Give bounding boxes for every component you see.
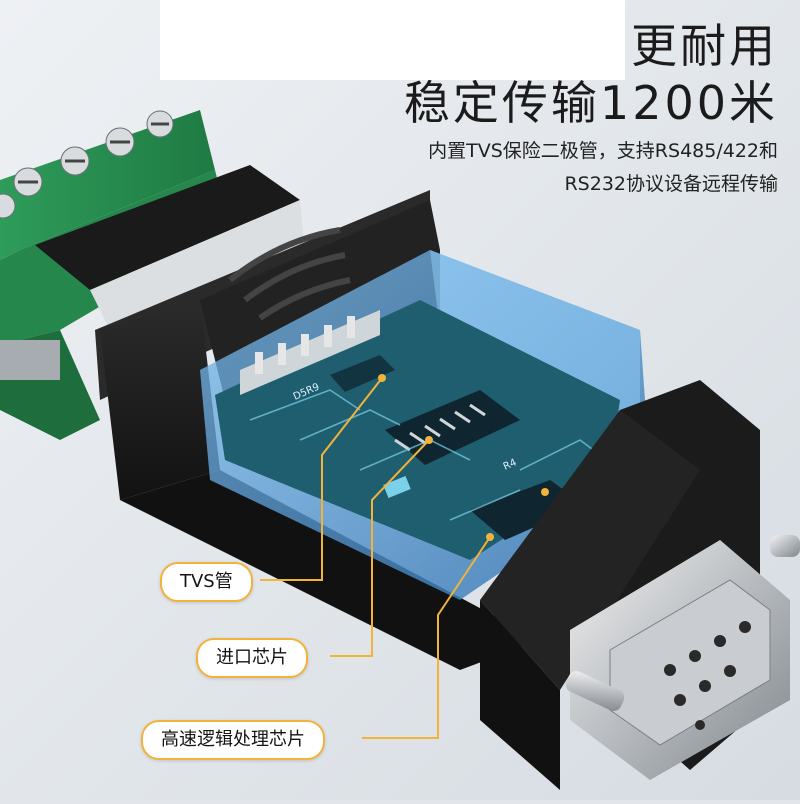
callout-lines <box>260 377 491 739</box>
thumb-screw-right <box>770 535 800 557</box>
subheadline-line-2: RS232协议设备远程传输 <box>564 173 778 195</box>
ic-chip-logic <box>470 480 585 540</box>
callout-tvs: TVS管 <box>160 562 253 602</box>
headline-line-2: 稳定传输1200米 <box>403 76 778 130</box>
header-pins <box>255 316 355 374</box>
marker-dot <box>541 488 549 496</box>
thumb-screw-left <box>565 670 625 712</box>
callout-chip: 进口芯片 <box>196 638 308 678</box>
headline-line-1: 更耐用 <box>631 19 778 73</box>
db9-connector <box>565 535 800 780</box>
headline-block: 更耐用 稳定传输1200米 内置TVS保险二极管，支持RS485/422和 RS… <box>404 18 778 198</box>
tvs-diode <box>330 355 411 498</box>
subheadline-line-1: 内置TVS保险二极管，支持RS485/422和 <box>428 140 778 162</box>
pcb-board: D5R9 R4 R3 <box>215 300 620 560</box>
pcb-label-r4: R4 <box>502 457 519 472</box>
left-housing <box>35 165 540 670</box>
callout-logic-chip: 高速逻辑处理芯片 <box>141 720 325 760</box>
ic-chip-main <box>385 390 520 465</box>
terminal-screws <box>0 110 174 219</box>
headline-backdrop <box>160 0 625 80</box>
